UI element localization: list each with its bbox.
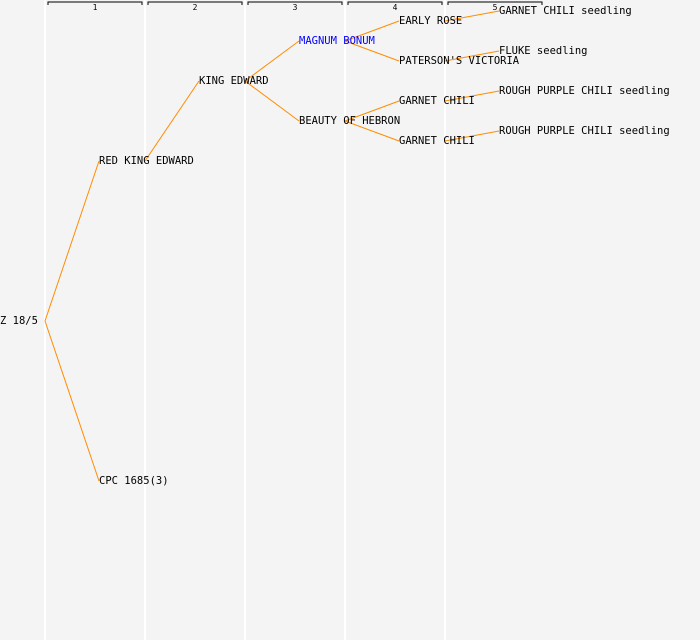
column-bracket (447, 1, 543, 5)
pedigree-link (344, 100, 400, 122)
pedigree-link (444, 10, 500, 22)
column-bracket (47, 1, 143, 5)
column-header: 4 (348, 0, 442, 12)
pedigree-link (344, 40, 400, 62)
column-number: 5 (492, 3, 498, 12)
column-header: 5 (448, 0, 542, 12)
ancestor-variety[interactable]: RED KING EDWARD (99, 155, 194, 167)
column-header: 1 (48, 0, 142, 12)
pedigree-link (44, 160, 100, 322)
ancestor-variety[interactable]: CPC 1685(3) (99, 475, 169, 487)
ancestor-variety[interactable]: GARNET CHILI (399, 135, 475, 147)
column-bracket (347, 1, 443, 5)
column-number: 1 (92, 3, 98, 12)
ancestor-variety[interactable]: GARNET CHILI (399, 95, 475, 107)
ancestor-variety[interactable]: ROUGH PURPLE CHILI seedling (499, 85, 670, 97)
column-number: 3 (292, 3, 298, 12)
pedigree-link (444, 90, 500, 102)
pedigree-link (244, 40, 300, 82)
column-number: 2 (192, 3, 198, 12)
ancestor-variety[interactable]: EARLY ROSE (399, 15, 463, 27)
column-header: 3 (248, 0, 342, 12)
pedigree-link (44, 320, 100, 482)
ancestor-variety[interactable]: ROUGH PURPLE CHILI seedling (499, 125, 670, 137)
ancestor-variety[interactable]: BEAUTY OF HEBRON (299, 115, 401, 127)
root-variety[interactable]: Z 18/5 (0, 315, 38, 327)
column-number: 4 (392, 3, 398, 12)
column-bracket (247, 1, 343, 5)
pedigree-link (244, 80, 300, 122)
ancestor-variety[interactable]: PATERSON'S VICTORIA (399, 55, 520, 67)
pedigree-link (344, 120, 400, 142)
column-bracket (147, 1, 243, 5)
ancestor-variety[interactable]: GARNET CHILI seedling (499, 5, 632, 17)
pedigree-link (444, 130, 500, 142)
pedigree-link (344, 20, 400, 42)
column-header: 2 (148, 0, 242, 12)
ancestor-variety[interactable]: FLUKE seedling (499, 45, 588, 57)
ancestor-variety[interactable]: KING EDWARD (199, 75, 269, 87)
pedigree-link (444, 50, 500, 62)
pedigree-link (144, 80, 200, 162)
ancestor-variety[interactable]: MAGNUM BONUM (299, 35, 375, 47)
